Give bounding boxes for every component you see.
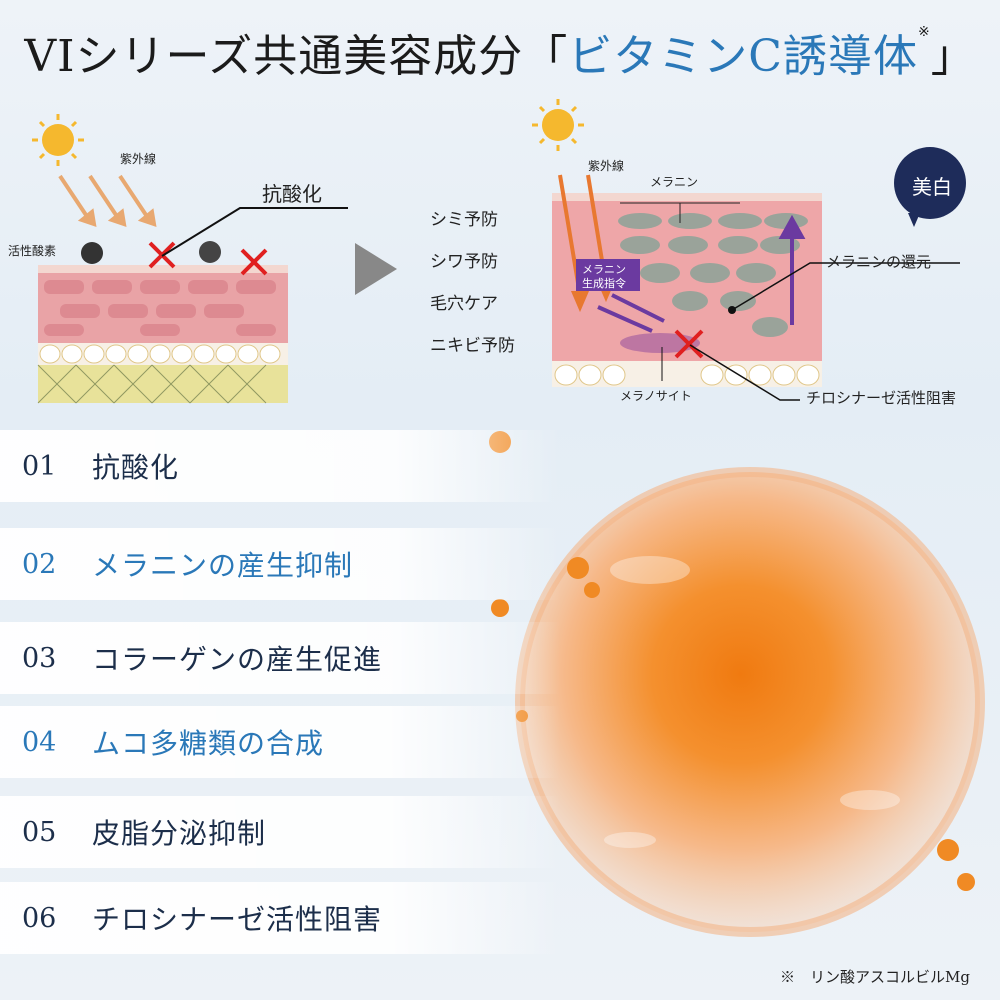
benefit-text: ムコ多糖類の合成: [92, 727, 325, 760]
melanocyte-label: メラノサイト: [620, 389, 692, 403]
benefit-number: 06: [22, 902, 57, 934]
benefit-row: 04 ムコ多糖類の合成: [0, 706, 560, 778]
benefit-number: 01: [22, 450, 57, 482]
uv-label: 紫外線: [588, 159, 625, 173]
whitening-diagram: 紫外線 メラニン 美白 シミ予防 シワ予防 毛穴ケア ニキビ予防 メラニン 生成…: [420, 95, 1000, 415]
benefit-number: 04: [22, 726, 57, 758]
benefit-text: チロシナーゼ活性阻害: [92, 903, 383, 936]
benefit-row: 01 抗酸化: [0, 430, 560, 502]
benefit-text: コラーゲンの産生促進: [92, 643, 383, 676]
effect-item: 毛穴ケア: [430, 294, 498, 314]
benefit-row: 02 メラニンの産生抑制: [0, 528, 560, 600]
sun-icon: [32, 114, 84, 166]
effect-item: ニキビ予防: [430, 336, 515, 356]
antioxidant-label: 抗酸化: [262, 182, 322, 206]
title-accent: ビタミンC誘導体: [568, 31, 918, 82]
play-arrow-icon: [355, 243, 397, 295]
effect-item: シワ予防: [430, 252, 498, 272]
benefit-row: 06 チロシナーゼ活性阻害: [0, 882, 560, 954]
skin-diagram-right: [532, 99, 966, 401]
benefit-row: 05 皮脂分泌抑制: [0, 796, 560, 868]
benefit-number: 05: [22, 816, 57, 848]
melanin-label: メラニン: [650, 175, 699, 189]
uv-label: 紫外線: [120, 152, 157, 166]
sun-icon: [532, 99, 584, 151]
benefit-text: メラニンの産生抑制: [92, 549, 354, 582]
benefit-text: 抗酸化: [92, 451, 180, 484]
ros-particle-icon: [81, 241, 221, 264]
command-label: メラニン: [582, 263, 626, 276]
antioxidant-diagram: 紫外線 活性酸素 抗酸化: [8, 110, 360, 410]
benefit-text: 皮脂分泌抑制: [92, 817, 267, 850]
benefit-number: 02: [22, 548, 57, 580]
footnote: ※ リン酸アスコルビルMg: [780, 968, 970, 986]
uv-arrows: [58, 174, 157, 227]
benefit-row: 03 コラーゲンの産生促進: [0, 622, 560, 694]
ros-label: 活性酸素: [8, 244, 57, 258]
whitening-badge: 美白: [912, 175, 952, 199]
skin-diagram-left: [32, 114, 348, 404]
effect-item: シミ予防: [430, 210, 498, 230]
reduction-label: メラニンの還元: [826, 253, 932, 271]
page-title: VIシリーズ共通美容成分「ビタミンC誘導体※」: [24, 24, 976, 82]
benefit-number: 03: [22, 642, 57, 674]
cross-icon: [674, 329, 704, 359]
command-label: 生成指令: [582, 277, 626, 290]
tyrosinase-label: チロシナーゼ活性阻害: [806, 389, 957, 407]
vitamin-c-orb: [489, 431, 985, 937]
